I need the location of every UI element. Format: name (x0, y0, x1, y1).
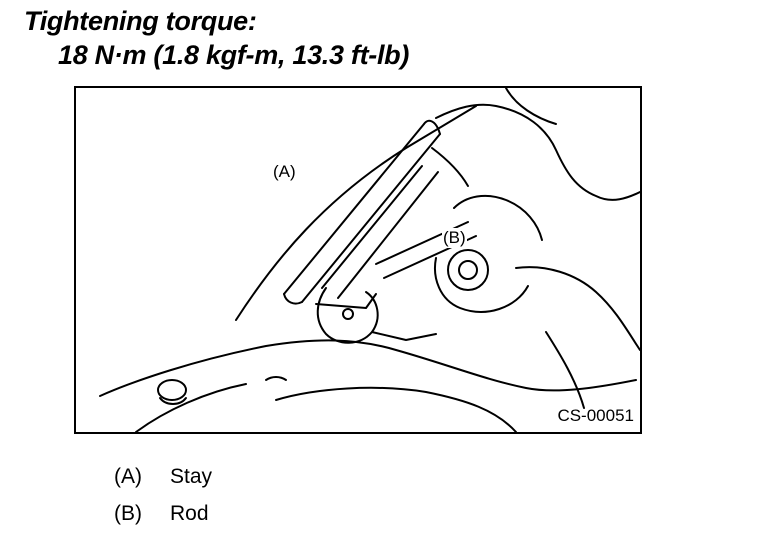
legend: (A) Stay (B) Rod (114, 458, 212, 532)
torque-heading: Tightening torque: 18 N·m (1.8 kgf-m, 13… (24, 4, 409, 72)
stay-rod-drawing (99, 88, 640, 432)
legend-key: (B) (114, 502, 142, 525)
line-drawing-figure: (A) (B) CS-00051 (74, 86, 642, 434)
legend-key: (A) (114, 465, 142, 488)
torque-title: Tightening torque: (24, 6, 257, 36)
legend-row-rod: (B) Rod (114, 495, 212, 532)
callout-a-label: (A) (272, 162, 297, 182)
torque-value: 18 N·m (1.8 kgf-m, 13.3 ft-lb) (58, 40, 410, 70)
callout-b-label: (B) (442, 228, 467, 248)
legend-text: Stay (170, 465, 213, 488)
legend-row-stay: (A) Stay (114, 458, 212, 495)
legend-text: Rod (170, 502, 209, 525)
figure-code: CS-00051 (557, 406, 634, 425)
